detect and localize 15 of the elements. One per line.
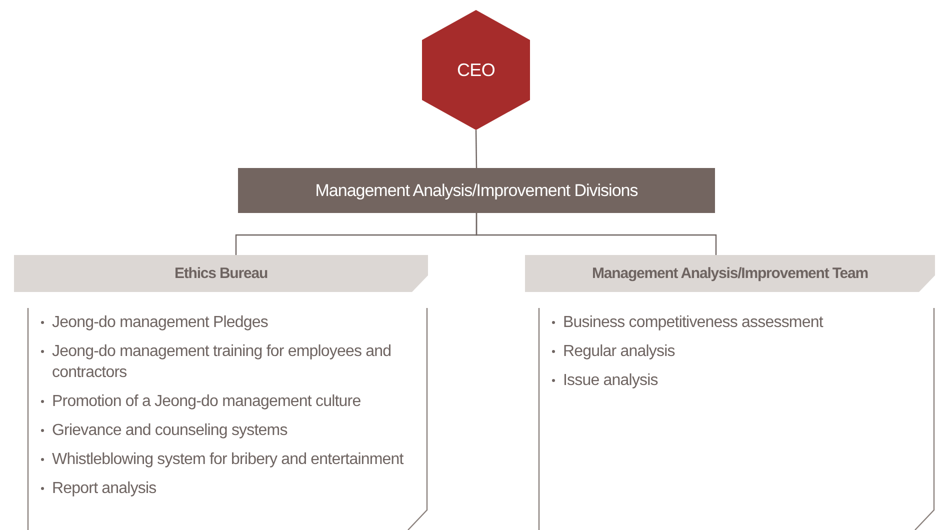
bullet-item: Business competitiveness assessment <box>551 312 925 333</box>
bullet-item: Whistleblowing system for bribery and entertainment <box>40 449 418 470</box>
connector-line <box>475 130 478 168</box>
bullet-item: Grievance and counseling systems <box>40 420 418 441</box>
bullet-item: Regular analysis <box>551 341 925 362</box>
bullet-item: Jeong-do management Pledges <box>40 312 418 333</box>
department-header: Ethics Bureau <box>14 255 428 292</box>
department-header: Management Analysis/Improvement Team <box>525 255 935 292</box>
node-label: CEO <box>456 60 496 80</box>
bullet-item: Jeong-do management training for employees and contractors <box>40 341 418 383</box>
division-bar: Management Analysis/Improvement Divisions <box>238 168 715 213</box>
bullet-item: Issue analysis <box>551 370 925 391</box>
bullet-item: Promotion of a Jeong-do management culture <box>40 391 418 412</box>
connector-line <box>476 213 717 255</box>
bullet-item: Report analysis <box>40 478 418 499</box>
